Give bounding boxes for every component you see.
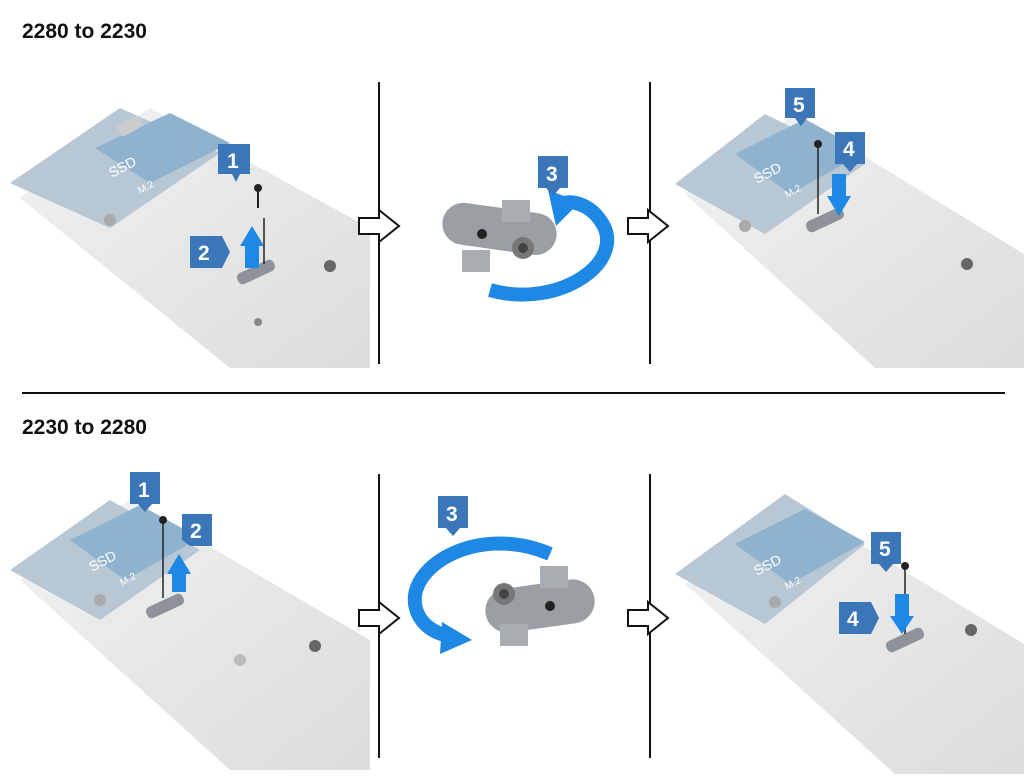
step-panel-install-screw: SSD M.2 5 4	[665, 84, 1024, 368]
ssd-label-area	[95, 113, 230, 183]
callout-1: 1	[138, 479, 150, 502]
callout-3: 3	[446, 503, 458, 526]
callout-3: 3	[546, 163, 558, 186]
usb-port	[116, 115, 144, 137]
bracket-icon	[485, 566, 595, 646]
section-title-2280-to-2230: 2280 to 2230	[22, 20, 147, 43]
step-panel-remove-screw: SSD M.2 1 2	[0, 78, 370, 368]
callout-2-badge: 2	[190, 236, 230, 268]
lift-arrow	[240, 226, 264, 268]
bracket-icon	[442, 200, 557, 272]
callout-5: 5	[879, 538, 891, 561]
next-step-arrow-icon	[627, 600, 670, 636]
callout-5: 5	[793, 94, 805, 117]
callout-1-badge: 1	[218, 144, 250, 182]
push-arrow	[827, 174, 851, 216]
next-step-arrow-icon	[627, 208, 670, 244]
step-panel-remove-screw: SSD M.2 1 2	[0, 470, 370, 770]
step-panel-rotate-bracket: 3	[400, 494, 620, 674]
bracket	[236, 259, 276, 285]
callout-3-badge: 3	[538, 156, 568, 196]
next-step-arrow-icon	[358, 600, 401, 636]
section-divider	[22, 392, 1005, 394]
callout-2: 2	[190, 520, 202, 543]
next-step-arrow-icon	[358, 208, 401, 244]
callout-4: 4	[843, 138, 855, 161]
callout-4: 4	[847, 608, 859, 631]
step-panel-rotate-bracket: 3	[420, 150, 630, 320]
standoff	[254, 318, 262, 326]
callout-2: 2	[198, 242, 210, 265]
standoff	[104, 214, 116, 226]
standoff	[324, 260, 336, 272]
section-title-2230-to-2280: 2230 to 2280	[22, 416, 147, 439]
callout-1: 1	[227, 150, 239, 173]
step-panel-install-screw: SSD M.2 5 4	[665, 474, 1024, 774]
